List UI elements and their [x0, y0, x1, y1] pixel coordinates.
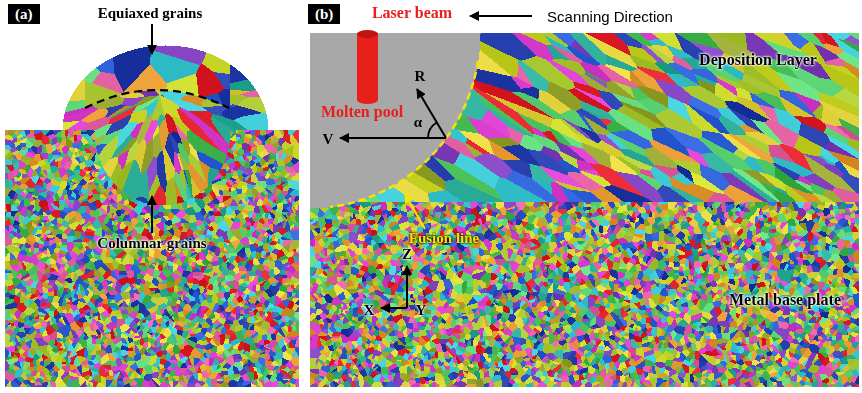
pointer-arrow: [151, 196, 153, 233]
scan-arrow: [470, 15, 532, 17]
laser-label: Laser beam: [372, 4, 452, 22]
pointer-arrow: [151, 24, 153, 54]
direction-label: Scanning Direction: [547, 8, 673, 25]
vector-label: R: [415, 68, 426, 85]
vector-label: V: [323, 131, 334, 148]
fusion-line: [330, 61, 478, 207]
molten-pool: [310, 33, 480, 208]
angle-arc: [428, 123, 437, 138]
grain-label: Equiaxed grains: [98, 5, 203, 22]
laser-beam: [357, 34, 378, 100]
region-label: Molten pool: [321, 103, 403, 121]
laser-beam-top: [357, 30, 378, 38]
panel-letter: (b): [315, 6, 333, 22]
axis-label: Z: [402, 246, 412, 263]
fusion-label: Fusion line: [409, 230, 479, 247]
angle-label: α: [414, 114, 422, 131]
leader-arrow: [405, 194, 425, 229]
region-label: Metal base plate: [729, 291, 841, 309]
region-label: Deposition Layer: [699, 51, 817, 69]
laser-beam-bottom: [357, 96, 378, 104]
axis-label: Y: [416, 302, 427, 319]
grain-boundary-dashed: [85, 90, 229, 108]
grain-label: Columnar grains: [97, 235, 206, 252]
panel-tag: (a): [8, 4, 40, 24]
vector-arrow: [340, 137, 446, 139]
panel-tag: (b): [308, 4, 340, 24]
panel-letter: (a): [15, 6, 33, 22]
axis-arrow: [406, 266, 408, 308]
axis-arrow: [381, 307, 407, 309]
axis-label: X: [364, 302, 375, 319]
